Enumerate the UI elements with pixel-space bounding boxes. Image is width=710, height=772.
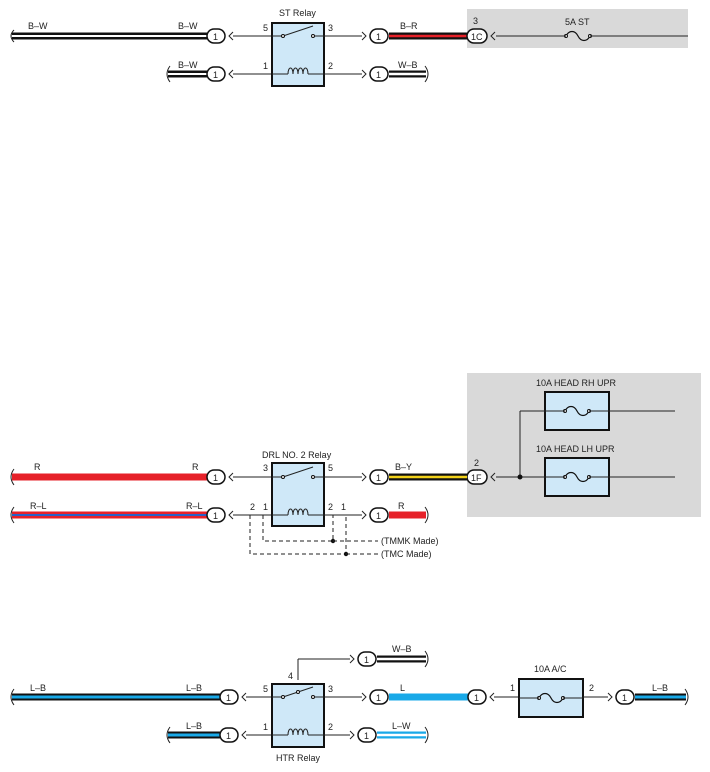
drl-section: 10A HEAD RH UPR 10A HEAD LH UPR 2 1F R R… [10,373,701,559]
svg-text:1: 1 [213,511,218,521]
connector-drl-1f: 1F [466,469,488,485]
drl-fuse-rh-label: 10A HEAD RH UPR [536,378,617,388]
st-fuse-pin: 3 [473,16,478,26]
htr-pin4: 4 [288,671,293,681]
wire-label-l: L [400,683,405,693]
st-relay-section: 5A ST 3 B–W B–W 1 B–W 1 [10,8,688,87]
connector-st-1c: 1C [466,28,488,44]
wire-label-br: B–R [400,21,418,31]
note-tmmk: (TMMK Made) [381,536,439,546]
htr-pin1: 1 [263,722,268,732]
svg-text:1: 1 [376,32,381,42]
htr-relay-title: HTR Relay [276,753,321,763]
wire-label-lw: L–W [392,721,411,731]
st-pin1: 1 [263,61,268,71]
svg-text:1: 1 [213,70,218,80]
drl-fuse-lh-label: 10A HEAD LH UPR [536,444,615,454]
note-tmc: (TMC Made) [381,549,432,559]
drl-fuse-pin: 2 [474,458,479,468]
wire-label-lb-3: L–B [186,721,202,731]
svg-text:1: 1 [376,70,381,80]
drl-relay-title: DRL NO. 2 Relay [262,450,332,460]
connector-st-b: 1 [206,66,226,82]
connector-st-d: 1 [369,66,389,82]
drl-pin1-left: 1 [263,502,268,512]
svg-text:1: 1 [364,731,369,741]
wire-label-bw-2: B–W [178,21,198,31]
connector-htr-d: 1 [369,689,389,705]
drl-pin1-right: 1 [341,502,346,512]
htr-pin3: 3 [328,684,333,694]
connector-htr-f: 1 [615,689,635,705]
svg-text:1: 1 [213,473,218,483]
st-fuse-panel [467,9,688,48]
htr-pin5: 5 [263,684,268,694]
connector-drl-a: 1 [206,469,226,485]
svg-text:1: 1 [364,655,369,665]
svg-text:1: 1 [376,511,381,521]
ac-fuse-label: 10A A/C [534,664,567,674]
wire-label-bw-1: B–W [28,21,48,31]
svg-text:1: 1 [226,693,231,703]
drl-pin5: 5 [328,463,333,473]
htr-pin2: 2 [328,722,333,732]
connector-htr-c: 1 [219,727,239,743]
wire-label-r-1: R [34,462,41,472]
st-relay-box [271,22,325,87]
connector-drl-c: 1 [369,469,389,485]
connector-htr-wb: 1 [357,651,377,667]
svg-text:1: 1 [622,693,627,703]
connector-drl-d: 1 [369,507,389,523]
wire-label-lb-out: L–B [652,683,668,693]
connector-drl-b: 1 [206,507,226,523]
connector-htr-e: 1 [467,689,487,705]
svg-text:1: 1 [474,693,479,703]
st-pin5: 5 [263,23,268,33]
wire-label-lb-1: L–B [30,683,46,693]
htr-section: 1 W–B L–B L–B 1 L–B 1 [10,644,689,763]
st-pin3: 3 [328,23,333,33]
svg-text:1: 1 [226,731,231,741]
connector-st-c: 1 [369,28,389,44]
drl-pin2-left: 2 [250,502,255,512]
wire-label-r-2: R [192,462,199,472]
wire-label-by: B–Y [395,462,412,472]
ac-fuse-pin2: 2 [589,683,594,693]
st-pin2: 2 [328,61,333,71]
svg-text:1C: 1C [471,32,483,42]
connector-st-a: 1 [206,28,226,44]
svg-text:1: 1 [213,32,218,42]
drl-pin2-right: 2 [328,502,333,512]
st-fuse-label: 5A ST [565,17,590,27]
wire-label-bw-3: B–W [178,60,198,70]
wire-label-lb-2: L–B [186,683,202,693]
wire-label-htr-wb: W–B [392,644,412,654]
wire-label-rl-1: R–L [30,501,47,511]
svg-text:1: 1 [376,693,381,703]
wire-label-rl-2: R–L [186,501,203,511]
wire-label-r-out: R [398,501,405,511]
htr-relay-box [271,683,325,748]
drl-pin3: 3 [263,463,268,473]
wire-label-wb: W–B [398,60,418,70]
connector-htr-lw: 1 [357,727,377,743]
ac-fuse-pin1: 1 [510,683,515,693]
svg-text:1F: 1F [471,473,482,483]
connector-htr-b: 1 [219,689,239,705]
svg-text:1: 1 [376,473,381,483]
st-relay-title: ST Relay [279,8,316,18]
